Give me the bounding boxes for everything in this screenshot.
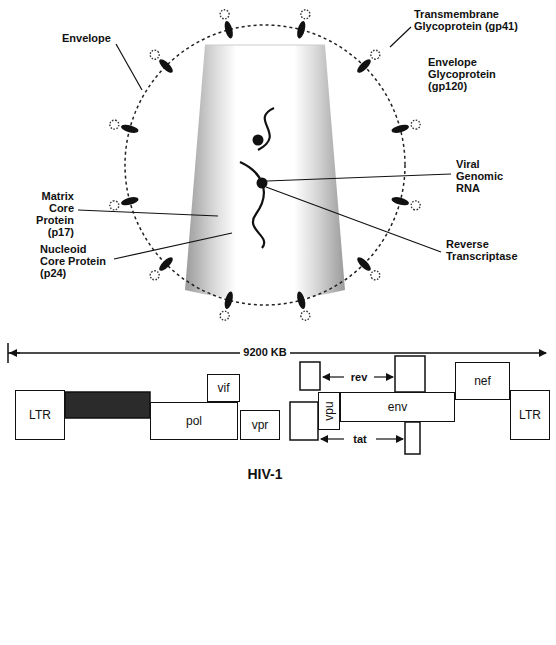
gene-box: vpr <box>240 410 280 440</box>
rna-strand <box>240 162 264 248</box>
callout-label: Envelope Glycoprotein (gp120) <box>428 56 508 92</box>
gene-name: vif <box>218 381 230 395</box>
gp41-spikes <box>120 20 410 310</box>
label-text: Matrix Core Protein (p17) <box>36 190 74 238</box>
label-text: Viral Genomic RNA <box>456 158 503 194</box>
label-text: Transmembrane Glycoprotein (gp41) <box>414 8 518 32</box>
callout-label: Envelope <box>62 32 132 44</box>
gene-name: nef <box>474 374 491 388</box>
label-text: Envelope <box>62 32 111 44</box>
label-text: Reverse Transcriptase <box>446 238 518 262</box>
leader-lines <box>78 27 451 259</box>
envelope-membrane <box>125 25 405 305</box>
gag-gene <box>65 392 150 418</box>
callout-label: Matrix Core Protein (p17) <box>22 190 74 238</box>
gene-box: LTR <box>510 390 550 440</box>
callout-label: Transmembrane Glycoprotein (gp41) <box>414 8 549 32</box>
callout-label: Viral Genomic RNA <box>456 158 516 194</box>
gene-name: vpr <box>252 418 269 432</box>
gene-box: pol <box>150 402 238 440</box>
label-text: Nucleoid Core Protein (p24) <box>40 243 106 279</box>
gene-box: nef <box>455 362 510 400</box>
reverse-transcriptase <box>257 178 268 189</box>
ruler-arrow <box>10 352 20 353</box>
gene-name: pol <box>186 414 202 428</box>
caption-text: HIV-1 <box>247 466 282 482</box>
core-top <box>205 45 325 46</box>
caption: HIV-1 <box>215 466 315 482</box>
label-text: tat <box>353 433 366 445</box>
gene-box: vpu <box>318 392 340 430</box>
gp120-knobs <box>109 9 421 321</box>
gene-box: LTR <box>15 390 65 440</box>
callout-label: tat <box>346 433 374 445</box>
label-text: 9200 KB <box>240 346 289 358</box>
ruler-tick <box>7 343 9 363</box>
callout-label: rev <box>345 371 373 383</box>
gene-name: LTR <box>519 408 541 422</box>
gene-box: vif <box>207 374 240 402</box>
callout-label: Reverse Transcriptase <box>446 238 536 262</box>
gene-box: env <box>340 392 455 422</box>
callout-label: Nucleoid Core Protein (p24) <box>40 243 114 279</box>
reverse-transcriptase <box>253 135 264 146</box>
gene-name: LTR <box>29 408 51 422</box>
label-text: Envelope Glycoprotein (gp120) <box>428 56 496 92</box>
gene-name: vpu <box>322 401 336 420</box>
virion-core <box>185 45 345 300</box>
callout-label: 9200 KB <box>233 346 297 358</box>
label-text: rev <box>351 371 368 383</box>
gene-name: env <box>388 400 407 414</box>
